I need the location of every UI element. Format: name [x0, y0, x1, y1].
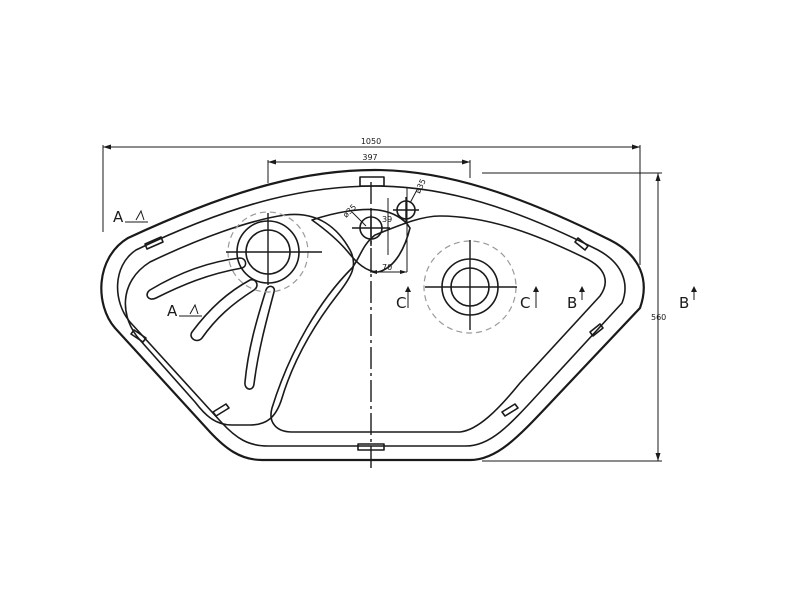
main-bowl-outline: [270, 215, 606, 433]
dim-offset-70: 70: [382, 263, 392, 272]
dim-bowl-offset: 397: [362, 153, 377, 162]
drainer-area: [124, 211, 355, 426]
tap-holes: [352, 197, 419, 246]
section-b-inner: B: [567, 294, 577, 312]
section-a-upper: A: [113, 208, 124, 226]
sink-outline: [100, 168, 645, 462]
dim-tap-hole-spacing: 39: [382, 215, 392, 224]
dim-tap-hole-1: ø35: [341, 202, 358, 219]
dim-overall-width: 1050: [361, 137, 381, 146]
drainer-outline: [124, 213, 355, 426]
outer-rim: [100, 168, 645, 462]
tap-hole-platform: [311, 208, 411, 273]
section-c-left: C: [396, 294, 406, 312]
section-markers: A A C C B B: [113, 208, 697, 320]
section-a-lower: A: [167, 302, 178, 320]
dimension-lines: [102, 144, 662, 462]
dim-overall-depth: 560: [651, 313, 666, 322]
section-c-right: C: [520, 294, 530, 312]
section-b-outer: B: [679, 294, 689, 312]
main-bowl: [270, 208, 606, 433]
dim-tap-hole-2: ø35: [413, 177, 428, 194]
